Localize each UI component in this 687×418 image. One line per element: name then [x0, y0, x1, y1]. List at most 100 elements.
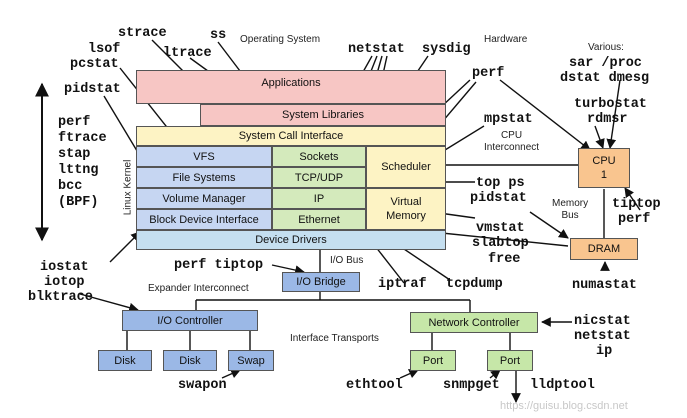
applications-layer: Applications [136, 70, 446, 104]
system-call-interface-label: System Call Interface [238, 130, 344, 142]
system-libraries-label: System Libraries [282, 109, 364, 121]
io-controller-box: I/O Controller [122, 310, 258, 331]
memory-bus-label: Memory Bus [552, 198, 589, 221]
stack-tool-bpf: (BPF) [58, 195, 99, 210]
tool-pidstat-left: pidstat [64, 82, 121, 97]
virtual-memory-layer: Virtual Memory [366, 188, 446, 230]
ethernet-label: Ethernet [298, 213, 340, 226]
interface-transports-label: Interface Transports [290, 333, 379, 344]
tool-ss: ss [210, 28, 227, 43]
swap-box: Swap [228, 350, 274, 371]
tcp-udp-layer: TCP/UDP [272, 167, 366, 188]
tool-slabtop: slabtop [472, 236, 529, 251]
tool-lldptool: lldptool [530, 378, 595, 393]
volume-manager-label: Volume Manager [162, 192, 246, 205]
applications-label: Applications [261, 77, 321, 89]
tool-iotop: iotop [44, 275, 85, 290]
sockets-label: Sockets [299, 150, 339, 163]
port-box-2: Port [487, 350, 533, 371]
tool-snmpget: snmpget [443, 378, 500, 393]
tool-numastat: numastat [572, 278, 637, 293]
hardware-label: Hardware [484, 34, 528, 45]
tool-strace: strace [118, 26, 167, 41]
swap-label: Swap [237, 354, 265, 367]
disk-label-1: Disk [114, 354, 136, 367]
tool-vmstat: vmstat [476, 221, 525, 236]
tool-rdmsr: rdmsr [587, 112, 628, 127]
tool-perf-tiptop: perf tiptop [174, 258, 264, 273]
file-systems-layer: File Systems [136, 167, 272, 188]
scheduler-label: Scheduler [381, 161, 431, 173]
tool-ethtool: ethtool [346, 378, 403, 393]
tool-blktrace: blktrace [28, 290, 93, 305]
port-box-1: Port [410, 350, 456, 371]
tool-tiptop: tiptop [612, 197, 661, 212]
stack-tool-perf: perf [58, 115, 91, 130]
stack-tool-bcc: bcc [58, 179, 83, 194]
tcp-udp-label: TCP/UDP [294, 171, 344, 184]
network-controller-label: Network Controller [428, 316, 520, 329]
stack-tool-ftrace: ftrace [58, 131, 107, 146]
tool-turbostat: turbostat [574, 97, 647, 112]
vfs-layer: VFS [136, 146, 272, 167]
tool-ip: ip [596, 344, 613, 359]
cpu-interconnect-label: CPU Interconnect [484, 130, 540, 153]
tool-netstat-top: netstat [348, 42, 405, 57]
virtual-memory-label: Virtual Memory [386, 196, 426, 222]
port-label-2: Port [499, 354, 521, 367]
tool-dstat-dmesg: dstat dmesg [560, 71, 650, 86]
tool-top-ps: top ps [476, 176, 525, 191]
port-label-1: Port [422, 354, 444, 367]
tracing-tools-stack: perf ftrace stap lttng bcc (BPF) [58, 115, 107, 211]
tool-pidstat-right: pidstat [470, 191, 527, 206]
io-bridge-box: I/O Bridge [282, 272, 360, 292]
vfs-label: VFS [193, 150, 215, 163]
io-controller-label: I/O Controller [157, 314, 223, 327]
tool-swapon: swapon [178, 378, 227, 393]
ip-label: IP [313, 192, 325, 205]
linux-kernel-label: Linux Kernel [122, 159, 134, 216]
disk-box-1: Disk [98, 350, 152, 371]
stack-tool-lttng: lttng [58, 163, 99, 178]
block-device-interface-label: Block Device Interface [149, 213, 259, 226]
dram-box: DRAM [570, 238, 638, 260]
stack-tool-stap: stap [58, 147, 91, 162]
tool-pcstat: pcstat [70, 57, 119, 72]
disk-box-2: Disk [163, 350, 217, 371]
tool-netstat-right: netstat [574, 329, 631, 344]
sockets-layer: Sockets [272, 146, 366, 167]
various-label: Various: [588, 42, 624, 53]
system-libraries-layer: System Libraries [200, 104, 446, 126]
tool-sysdig: sysdig [422, 42, 471, 57]
tool-sar-proc: sar /proc [569, 56, 642, 71]
file-systems-label: File Systems [172, 171, 236, 184]
tool-mpstat: mpstat [484, 112, 533, 127]
disk-label-2: Disk [179, 354, 201, 367]
block-device-interface-layer: Block Device Interface [136, 209, 272, 230]
system-call-interface-layer: System Call Interface [136, 126, 446, 146]
io-bus-label: I/O Bus [330, 255, 364, 266]
cpu-label: CPU 1 [592, 155, 616, 181]
operating-system-label: Operating System [240, 34, 321, 45]
io-bridge-label: I/O Bridge [296, 276, 346, 288]
ethernet-layer: Ethernet [272, 209, 366, 230]
cpu-box: CPU 1 [578, 148, 630, 188]
watermark: https://guisu.blog.csdn.net [500, 400, 628, 412]
tool-tcpdump: tcpdump [446, 277, 503, 292]
ip-layer: IP [272, 188, 366, 209]
dram-label: DRAM [587, 243, 621, 255]
tool-iptraf: iptraf [378, 277, 427, 292]
network-controller-box: Network Controller [410, 312, 538, 333]
device-drivers-layer: Device Drivers [136, 230, 446, 250]
tool-ltrace: ltrace [163, 46, 212, 61]
tool-iostat: iostat [40, 260, 89, 275]
scheduler-layer: Scheduler [366, 146, 446, 188]
tool-perf-top: perf [472, 66, 505, 81]
device-drivers-label: Device Drivers [255, 234, 327, 246]
tool-perf-right: perf [618, 212, 651, 227]
tool-free: free [488, 252, 521, 267]
tool-lsof: lsof [88, 42, 121, 57]
volume-manager-layer: Volume Manager [136, 188, 272, 209]
expander-interconnect-label: Expander Interconnect [148, 283, 249, 294]
tool-nicstat: nicstat [574, 314, 631, 329]
